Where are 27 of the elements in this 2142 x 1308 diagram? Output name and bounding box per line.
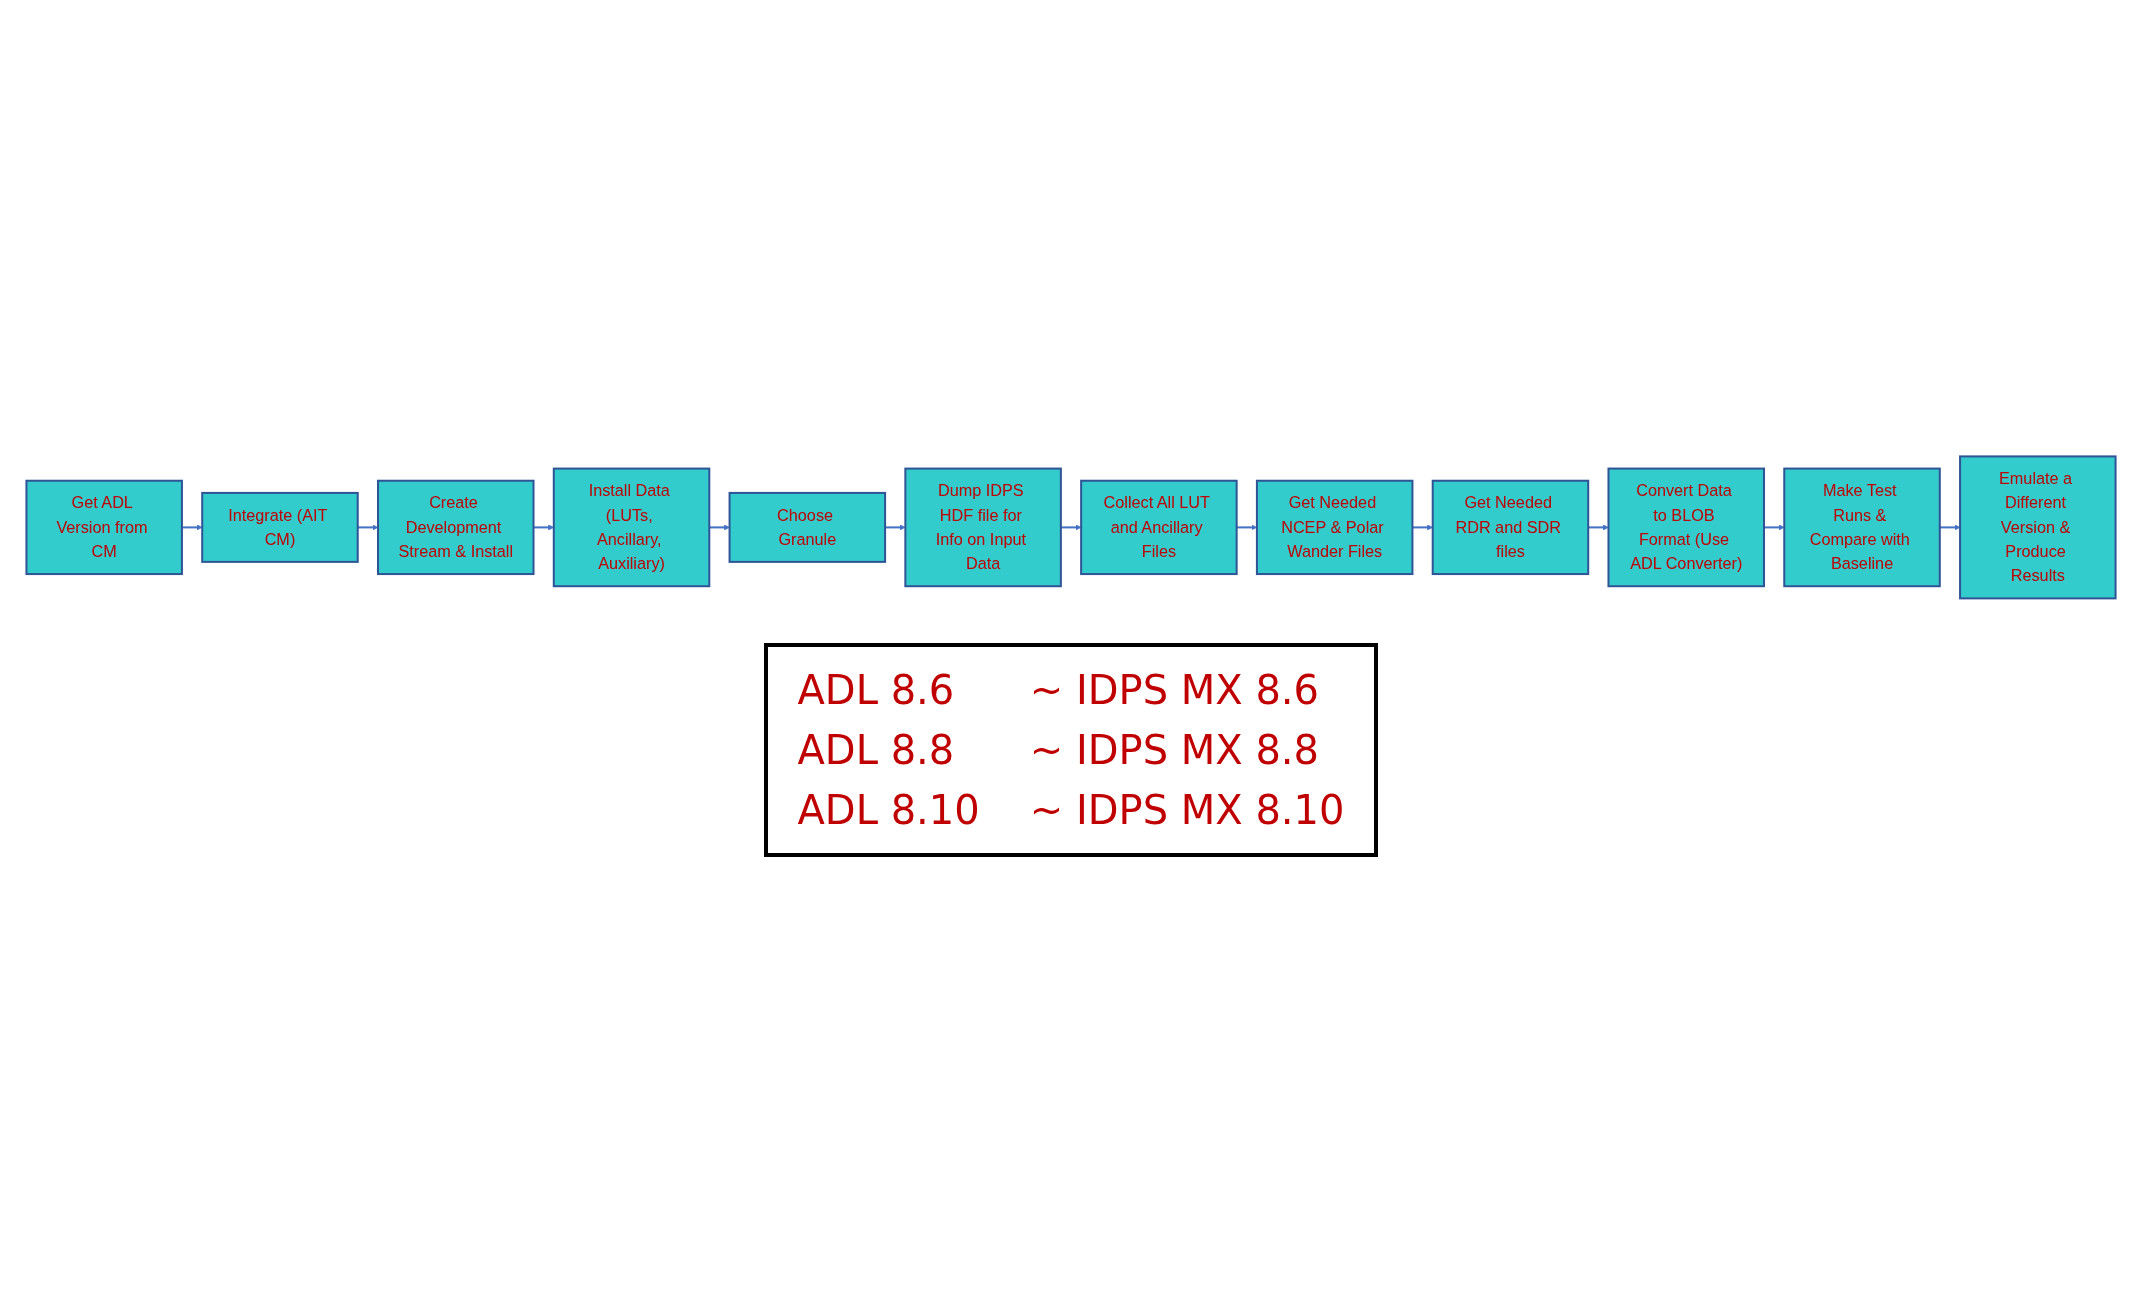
arrow (1764, 524, 1785, 530)
node-box: Convert Data to BLOB Format (Use ADL Converter) (1607, 467, 1765, 587)
node-box: Install Data (LUTs, Ancillary, Auxiliary) (552, 467, 711, 587)
node-box: Integrate (AIT CM) (201, 491, 359, 563)
node-box: Choose Granule (728, 491, 887, 563)
node-box: Get ADL Version from CM (25, 479, 183, 575)
arrow (1412, 524, 1433, 530)
node-box: Emulate a Different Version & Produce Results (1959, 455, 2117, 599)
arrow (709, 524, 730, 530)
arrow (357, 524, 379, 530)
arrow (1060, 524, 1082, 530)
node-box: Create Development Stream & Install (377, 479, 535, 575)
table-cell-text: ~ IDPS MX 8.6 (1029, 667, 1321, 714)
arrow (181, 524, 203, 530)
table-cell-text: ~ IDPS MX 8.8 (1029, 727, 1321, 774)
arrow (1939, 524, 1961, 530)
arrow (1588, 524, 1609, 530)
node-box: Get Needed RDR and SDR files (1431, 479, 1590, 575)
node-box: Collect All LUT and Ancillary Files (1080, 479, 1238, 575)
table-cell-text: ADL 8.10 (797, 787, 980, 834)
node-box: Make Test Runs & Compare with Baseline (1783, 467, 1941, 587)
node-box: Get Needed NCEP & Polar Wander Files (1255, 479, 1414, 575)
arrow (885, 524, 906, 530)
node-box: Dump IDPS HDF file for Info on Input Data (904, 467, 1062, 587)
table-cell-text: ADL 8.6 (797, 667, 956, 714)
table-cell-text: ~ IDPS MX 8.10 (1029, 787, 1345, 834)
table-cell-text: ADL 8.8 (797, 727, 956, 774)
